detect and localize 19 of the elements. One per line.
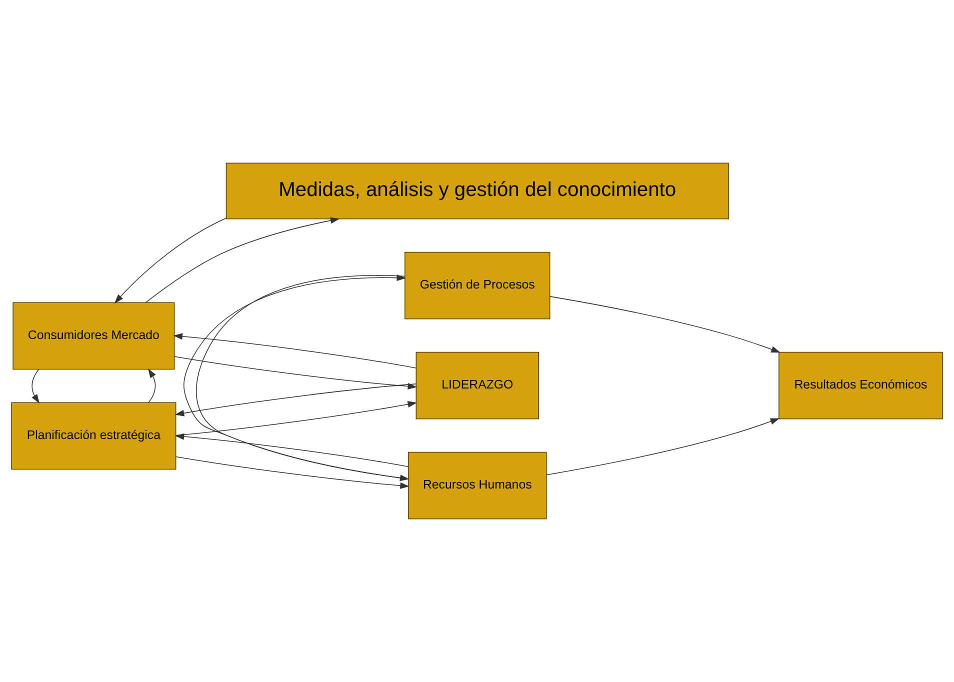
arrow bbox=[174, 384, 416, 416]
arrow bbox=[174, 356, 418, 390]
arrow bbox=[114, 218, 226, 304]
arrow bbox=[145, 217, 340, 303]
arrow bbox=[32, 369, 40, 404]
node-box: Consumidores Mercado bbox=[12, 302, 175, 370]
arrow bbox=[550, 296, 780, 353]
arrow bbox=[546, 418, 780, 476]
arrow bbox=[148, 368, 156, 403]
arrow bbox=[176, 456, 410, 489]
arrow bbox=[176, 401, 418, 436]
node-box: Resultados Económicos bbox=[778, 352, 943, 420]
arrow bbox=[174, 433, 409, 468]
node-box: Recursos Humanos bbox=[408, 452, 547, 520]
node-box: Planificación estratégica bbox=[11, 402, 176, 470]
arrow bbox=[173, 333, 416, 368]
node-box: Medidas, análisis y gestión del conocimiento bbox=[226, 162, 729, 220]
node-box: LIDERAZGO bbox=[416, 352, 540, 420]
node-box: Gestión de Procesos bbox=[404, 252, 550, 320]
